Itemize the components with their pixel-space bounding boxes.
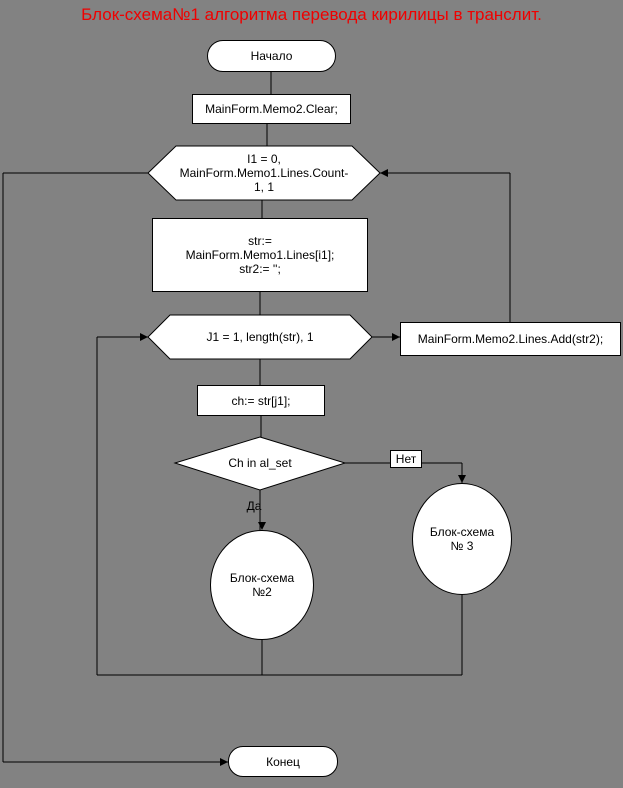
block3-line2: № 3: [450, 539, 474, 553]
arrow-into-block3: [458, 475, 466, 483]
arrow-into-end: [220, 758, 228, 766]
node-block2: Блок-схема №2: [210, 530, 314, 640]
page-title: Блок-схема№1 алгоритма перевода кирилицы…: [81, 5, 542, 24]
assign-str-line3: str2:= '';: [239, 262, 281, 276]
node-assign-str: str:= MainForm.Memo1.Lines[i1]; str2:= '…: [152, 218, 368, 292]
assign-str-line2: MainForm.Memo1.Lines[i1];: [185, 248, 335, 262]
node-clear-label: MainForm.Memo2.Clear;: [205, 102, 338, 116]
assign-str-line1: str:=: [248, 234, 272, 248]
decision-diamond: [173, 436, 347, 491]
add-str2-label: MainForm.Memo2.Lines.Add(str2);: [417, 332, 604, 346]
node-clear: MainForm.Memo2.Clear;: [192, 94, 351, 124]
block2-line2: №2: [252, 585, 272, 599]
arrow-into-loop-j1: [140, 333, 148, 341]
arrow-into-add-str2: [392, 333, 400, 341]
node-block3: Блок-схема № 3: [412, 483, 512, 595]
node-decision: Ch in al_set: [180, 450, 340, 476]
node-loop-j1: J1 = 1, length(str), 1: [150, 315, 370, 359]
loop-i1-line1: I1 = 0,: [247, 152, 281, 166]
loop-j1-label: J1 = 1, length(str), 1: [206, 330, 314, 344]
node-assign-ch: ch:= str[j1];: [197, 385, 325, 416]
branch-no-label: Нет: [390, 450, 422, 468]
loop-j1-hexagon: [147, 314, 373, 360]
decision-label: Ch in al_set: [228, 456, 292, 470]
assign-ch-label: ch:= str[j1];: [231, 393, 291, 408]
loop-i1-hexagon: [147, 145, 381, 201]
node-loop-i1: I1 = 0, MainForm.Memo1.Lines.Count- 1, 1: [150, 147, 378, 199]
node-add-str2: MainForm.Memo2.Lines.Add(str2);: [400, 322, 621, 356]
polygon-shapes: [147, 145, 381, 491]
block2-line1: Блок-схема: [229, 571, 295, 585]
node-start: Начало: [207, 40, 336, 72]
arrowheads: [140, 169, 466, 766]
node-start-label: Начало: [250, 49, 293, 63]
connector-lines: [2, 72, 511, 763]
block3-line1: Блок-схема: [429, 525, 495, 539]
loop-i1-line3: 1, 1: [253, 180, 274, 194]
arrow-into-loop-i1: [380, 169, 388, 177]
node-end: Конец: [228, 746, 338, 777]
branch-yes-label: Да: [246, 499, 262, 513]
node-end-label: Конец: [266, 754, 300, 769]
arrow-into-block2: [258, 522, 266, 530]
loop-i1-line2: MainForm.Memo1.Lines.Count-: [179, 166, 349, 180]
